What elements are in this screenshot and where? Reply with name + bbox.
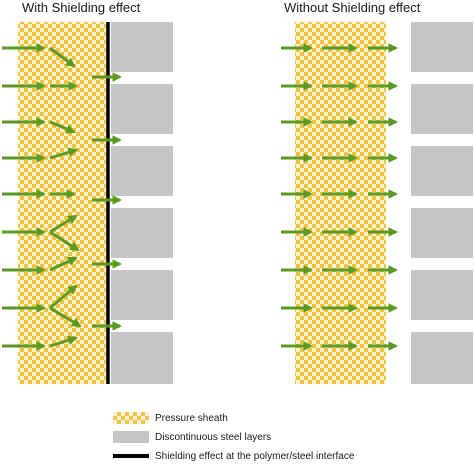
arrow (49, 335, 78, 348)
right-steel-block (411, 208, 473, 258)
arrow (49, 147, 78, 160)
left-pressure-sheath (18, 22, 108, 384)
right-steel-block (411, 84, 473, 134)
left-steel-block (111, 208, 173, 258)
arrow (49, 230, 80, 252)
right-steel-block (411, 332, 473, 384)
right-steel-layers (411, 22, 473, 384)
left-steel-block (111, 22, 173, 72)
right-steel-block (411, 146, 473, 196)
left-steel-block (111, 146, 173, 196)
legend-item-pressure-sheath: Pressure sheath (113, 411, 228, 425)
arrow (49, 256, 78, 272)
right-panel-title: Without Shielding effect (284, 0, 421, 15)
legend-item-shielding-effect: Shielding effect at the polymer/steel in… (113, 449, 354, 463)
left-steel-block (111, 270, 173, 320)
right-arrows (281, 43, 398, 351)
arrow (49, 284, 78, 310)
left-arrows (2, 43, 122, 351)
arrow (49, 306, 82, 328)
left-panel-title: With Shielding effect (22, 0, 141, 15)
arrow (49, 214, 78, 234)
legend-swatch-sheath (113, 412, 149, 424)
right-steel-block (411, 270, 473, 320)
arrow (49, 120, 76, 134)
legend-swatch-shield-line (113, 454, 149, 458)
legend-label-steel: Discontinuous steel layers (155, 431, 272, 443)
left-steel-layers (111, 22, 173, 384)
left-steel-block (111, 332, 173, 384)
right-pressure-sheath (295, 22, 386, 384)
legend-swatch-steel (113, 431, 149, 443)
legend-label-shield: Shielding effect at the polymer/steel in… (155, 450, 355, 462)
legend-label-sheath: Pressure sheath (155, 412, 228, 424)
left-steel-block (111, 84, 173, 134)
legend-item-steel-layers: Discontinuous steel layers (113, 430, 271, 444)
right-steel-block (411, 22, 473, 72)
arrow (49, 46, 76, 68)
